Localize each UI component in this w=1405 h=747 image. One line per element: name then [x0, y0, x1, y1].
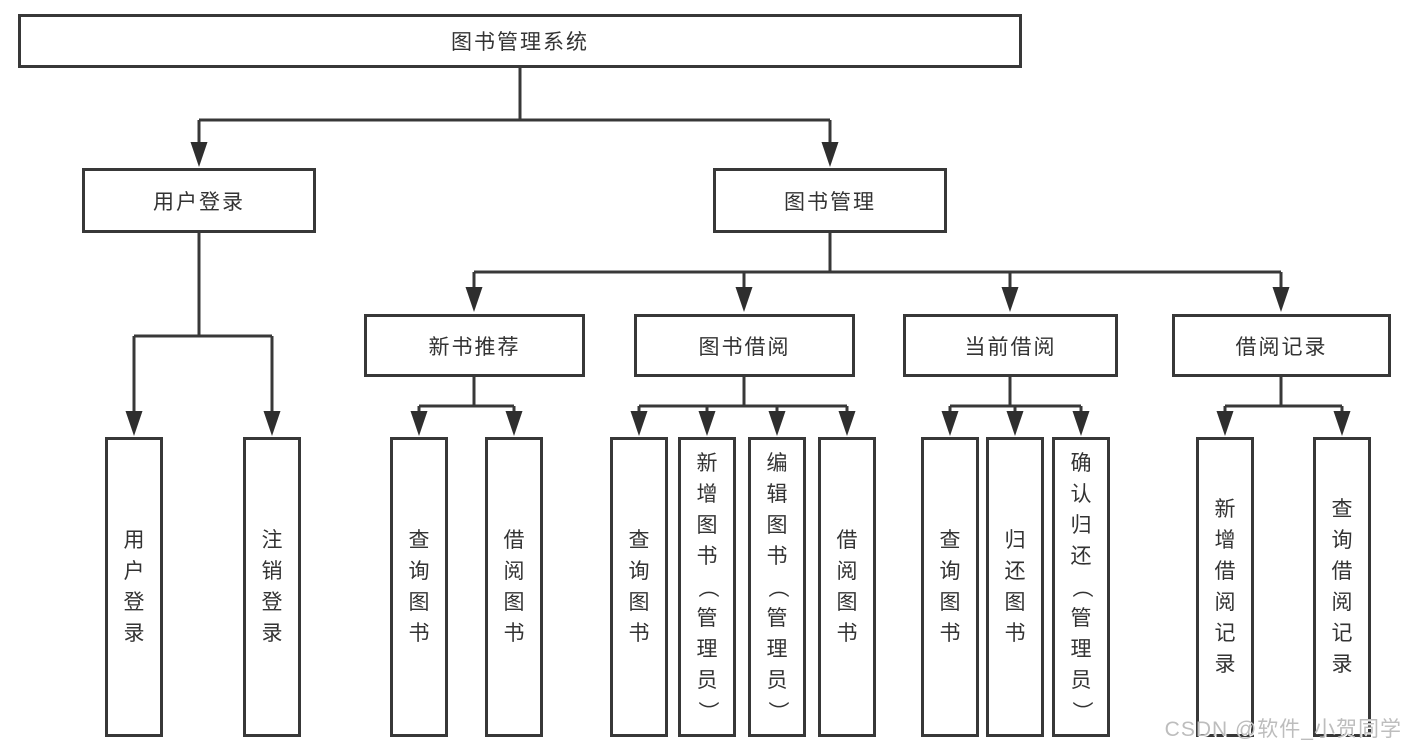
arrowhead	[1333, 411, 1351, 436]
arrowhead	[821, 142, 839, 167]
arrowhead	[698, 411, 716, 436]
connector-book-borrowing-to-children	[637, 377, 849, 416]
node-new-book-recommend: 新书推荐	[364, 314, 585, 377]
arrowhead	[735, 287, 753, 312]
arrowheads-user-login	[125, 411, 281, 436]
arrowhead	[1001, 287, 1019, 312]
node-borrowing-records: 借阅记录	[1172, 314, 1391, 377]
leaf-query-borrow-record: 查询借阅记录	[1313, 437, 1371, 737]
connector-book-management-to-level3	[472, 233, 1283, 292]
arrowhead	[263, 411, 281, 436]
leaf-query-books-current: 查询图书	[921, 437, 979, 737]
arrowhead	[465, 287, 483, 312]
leaf-logout-login: 注销登录	[243, 437, 301, 737]
arrowhead	[838, 411, 856, 436]
arrowheads-new-book-recommend	[410, 411, 523, 436]
arrowhead	[190, 142, 208, 167]
connector-current-borrowing-to-children	[948, 377, 1083, 416]
leaf-return-books: 归还图书	[986, 437, 1044, 737]
node-book-borrowing: 图书借阅	[634, 314, 855, 377]
leaf-confirm-return-admin: 确认归还（管理员）	[1052, 437, 1110, 737]
connector-user-login-to-children	[132, 233, 274, 416]
arrowhead	[1216, 411, 1234, 436]
connector-borrowing-records-to-children	[1223, 377, 1344, 416]
leaf-user-login: 用户登录	[105, 437, 163, 737]
arrowhead	[941, 411, 959, 436]
arrowheads-book-borrowing	[630, 411, 856, 436]
leaf-borrow-books-recommend: 借阅图书	[485, 437, 543, 737]
connector-root-to-level2	[197, 68, 832, 147]
arrowhead	[768, 411, 786, 436]
arrowheads-current-borrowing	[941, 411, 1090, 436]
arrowheads-borrowing-records	[1216, 411, 1351, 436]
node-book-management: 图书管理	[713, 168, 947, 233]
arrowhead	[505, 411, 523, 436]
arrowhead	[410, 411, 428, 436]
connector-new-book-recommend-to-children	[417, 377, 516, 416]
arrowheads-book-management	[465, 287, 1290, 312]
node-user-login-group: 用户登录	[82, 168, 316, 233]
leaf-edit-book-admin: 编辑图书（管理员）	[748, 437, 806, 737]
arrowhead	[1272, 287, 1290, 312]
arrowhead	[1006, 411, 1024, 436]
node-current-borrowing: 当前借阅	[903, 314, 1118, 377]
watermark-text: CSDN @软件_小贺同学	[1164, 718, 1402, 741]
arrowheads-root-to-level2	[190, 142, 839, 167]
leaf-query-books-recommend: 查询图书	[390, 437, 448, 737]
leaf-add-borrow-record: 新增借阅记录	[1196, 437, 1254, 737]
arrowhead	[125, 411, 143, 436]
leaf-borrow-books-borrowing: 借阅图书	[818, 437, 876, 737]
leaf-add-book-admin: 新增图书（管理员）	[678, 437, 736, 737]
leaf-query-books-borrowing: 查询图书	[610, 437, 668, 737]
node-root: 图书管理系统	[18, 14, 1022, 68]
arrowhead	[1072, 411, 1090, 436]
arrowhead	[630, 411, 648, 436]
